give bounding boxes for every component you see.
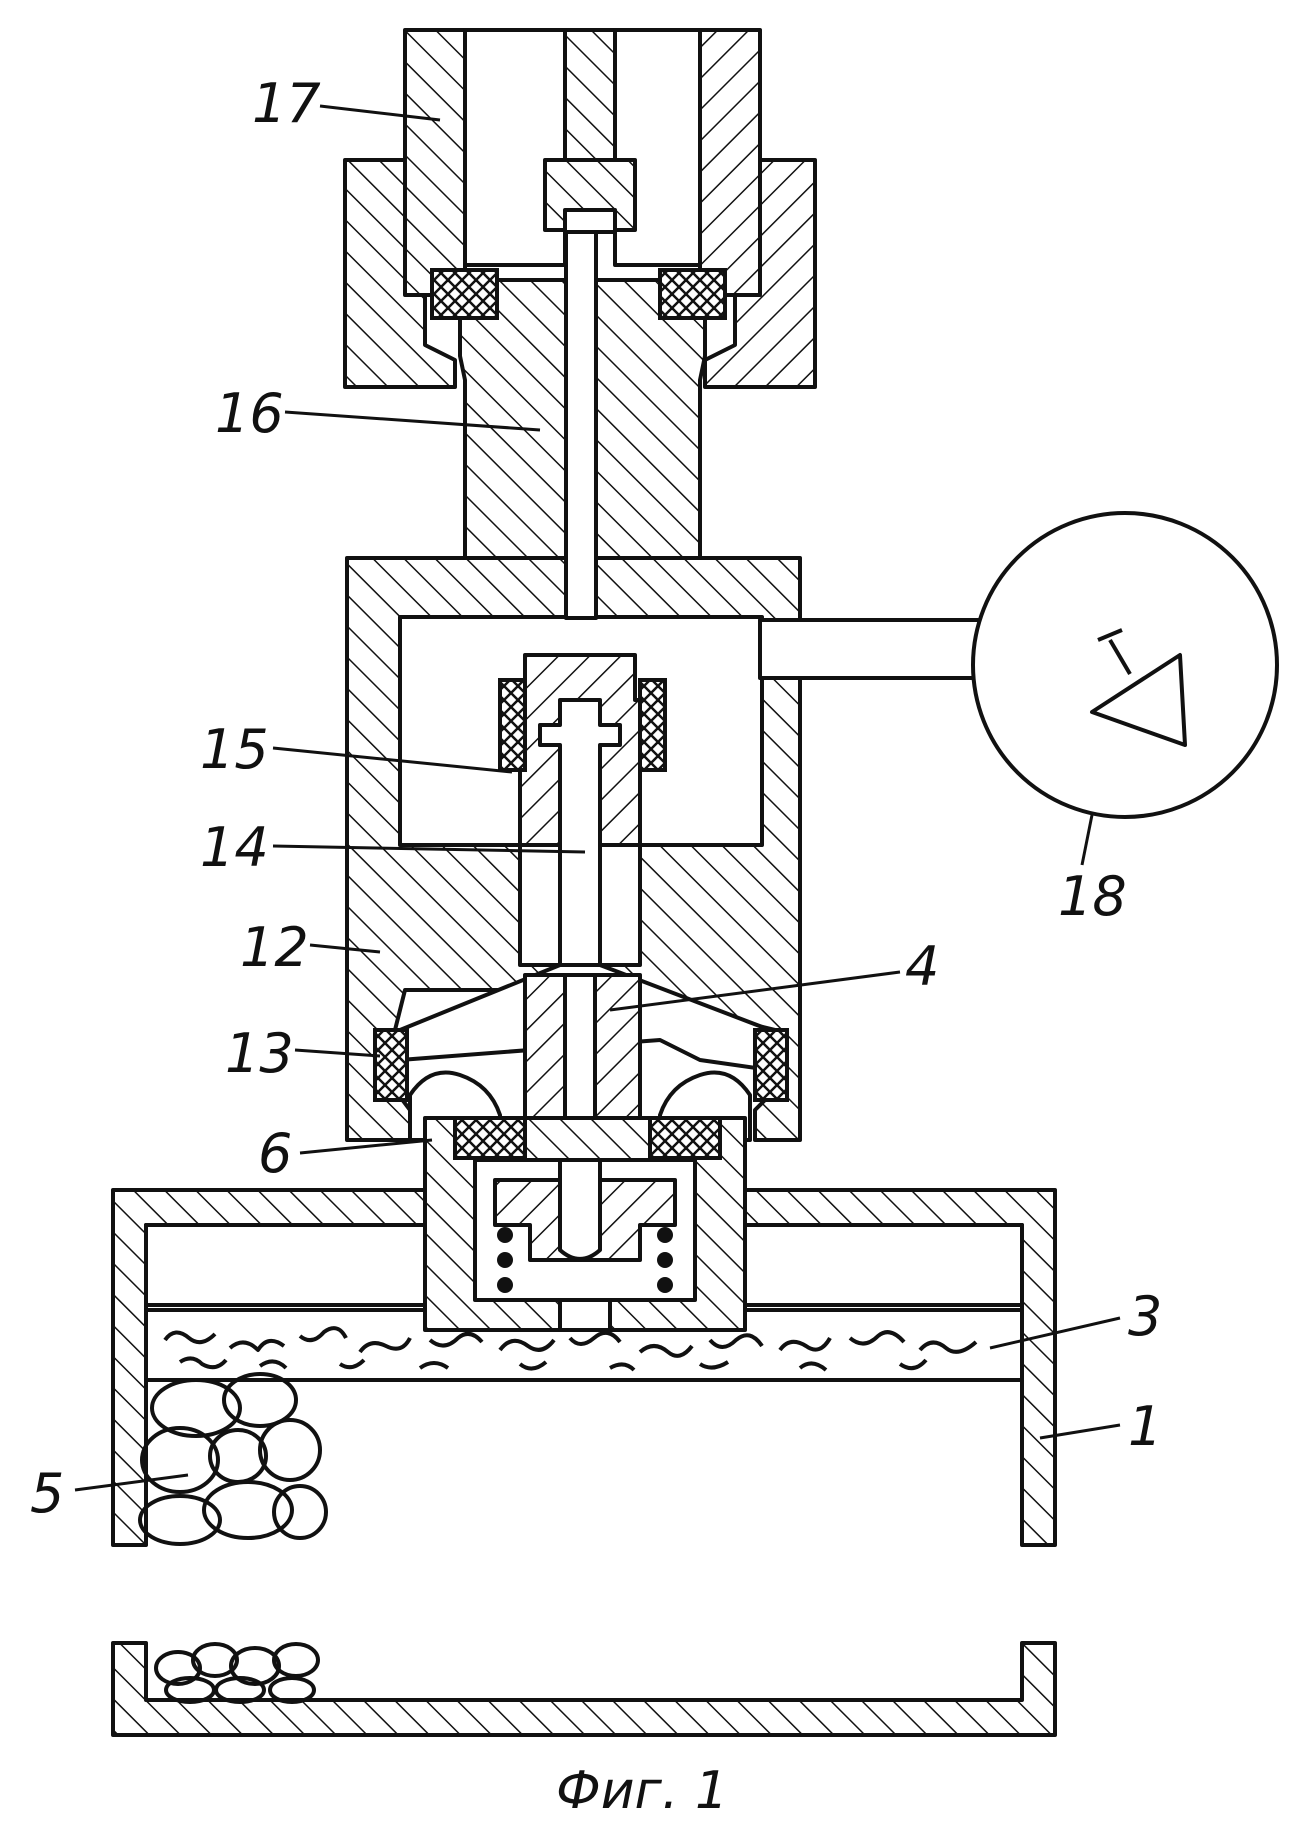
label-16: 16 <box>215 382 284 445</box>
cup-6 <box>425 1118 745 1330</box>
label-12: 12 <box>240 916 309 979</box>
label-1: 1 <box>1128 1395 1162 1458</box>
label-3: 3 <box>1128 1285 1162 1348</box>
gauge-18 <box>973 513 1277 817</box>
label-5: 5 <box>30 1462 64 1525</box>
housing-1-lower <box>113 1643 1055 1735</box>
label-4: 4 <box>905 935 939 998</box>
label-14: 14 <box>200 816 269 879</box>
label-15: 15 <box>200 718 269 781</box>
label-18: 18 <box>1058 865 1127 928</box>
label-6: 6 <box>258 1122 292 1185</box>
label-13: 13 <box>225 1022 294 1085</box>
figure-caption: Фиг. 1 <box>556 1761 728 1821</box>
label-17: 17 <box>252 72 321 135</box>
filler-5 <box>140 1374 326 1544</box>
